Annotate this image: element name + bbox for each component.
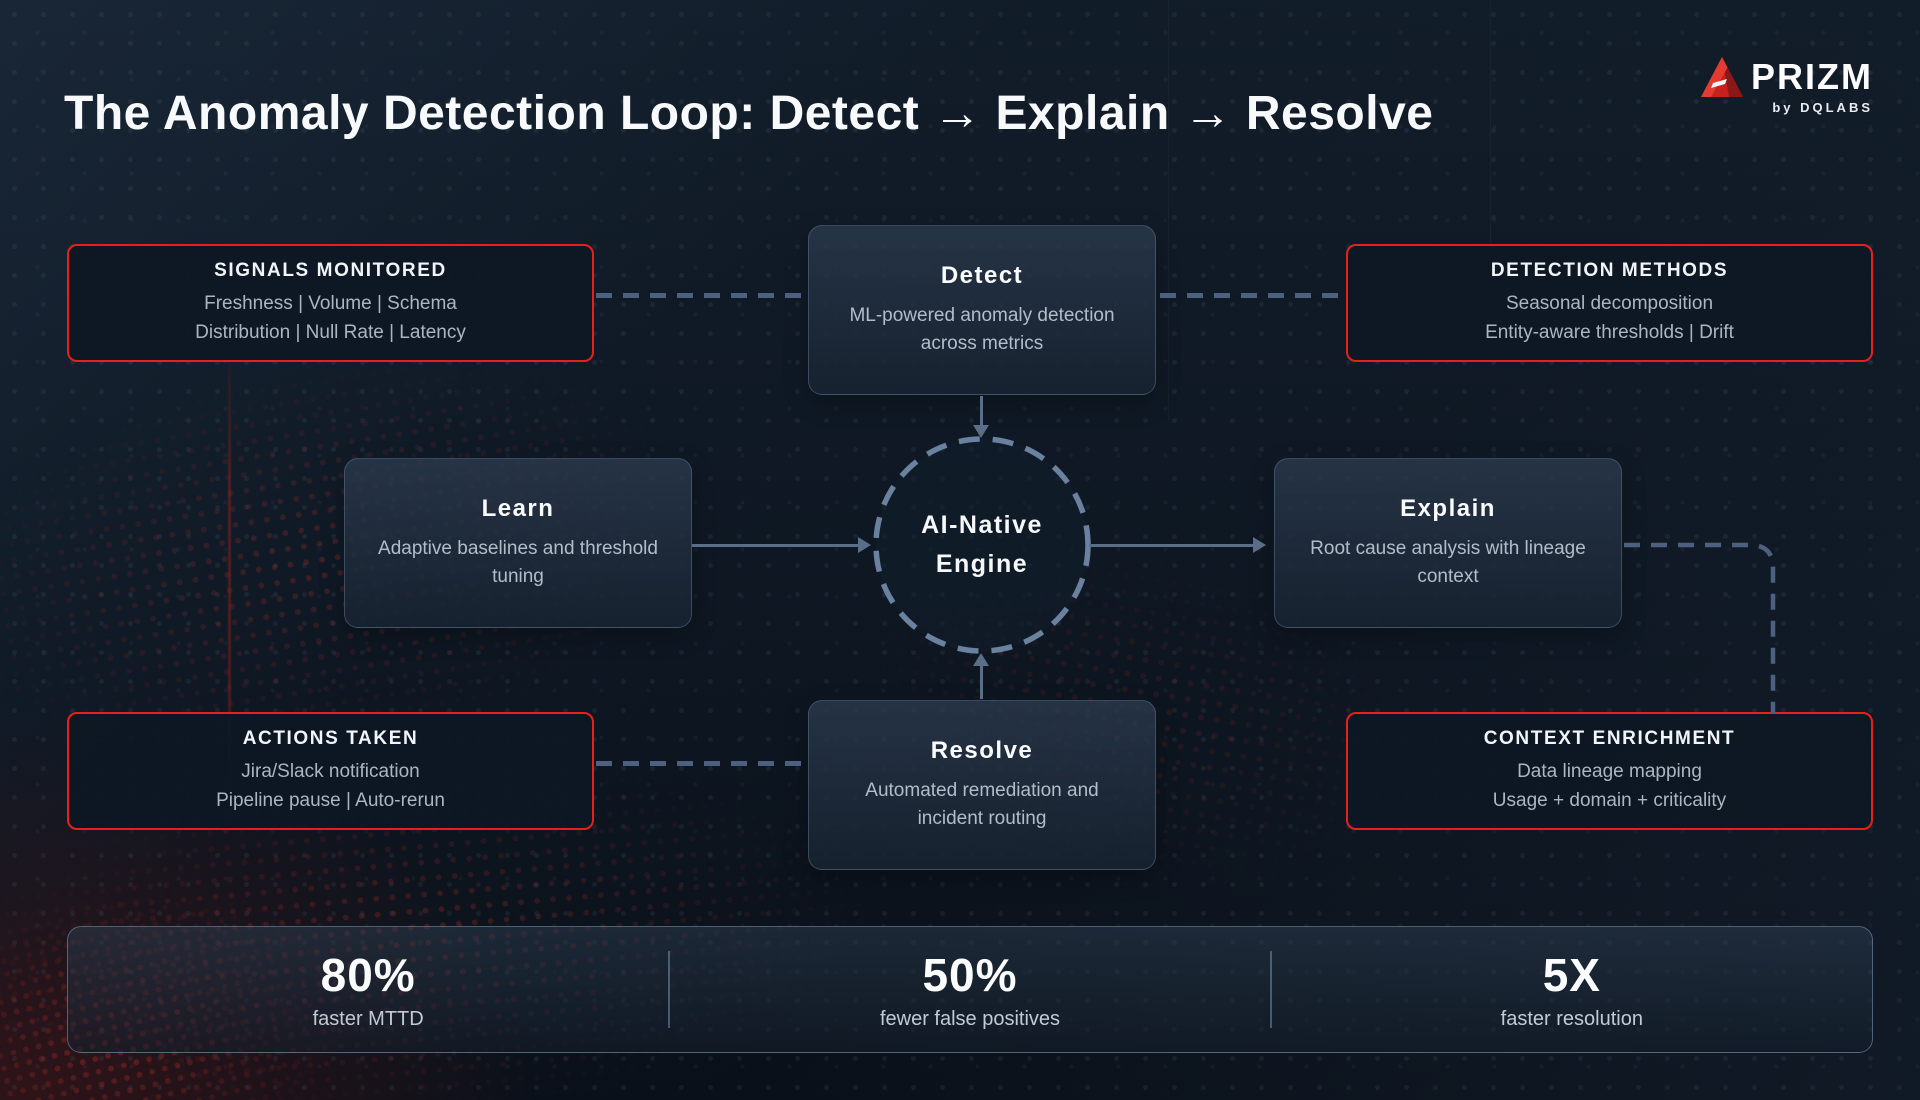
hairline [1168,0,1169,420]
callout-title: SIGNALS MONITORED [214,259,447,281]
callout-line: Pipeline pause | Auto-rerun [216,790,445,811]
callout-detection-methods: DETECTION METHODS Seasonal decomposition… [1346,244,1873,362]
flow-node-title: Resolve [930,736,1034,764]
callout-line: Seasonal decomposition [1505,292,1714,314]
stat-value: 80% [320,949,416,1001]
connector-detect-to-methods [1160,293,1342,298]
stat-divider [668,951,670,1028]
flow-node-title: Detect [940,261,1024,289]
flow-node-body: ML-powered anomaly detection across metr… [849,304,1115,355]
callout-title: DETECTION METHODS [1490,259,1729,281]
flow-node-detect: Detect ML-powered anomaly detection acro… [808,225,1156,395]
arrowhead-right-icon [858,537,871,553]
connector-learn-to-engine [692,543,860,547]
red-accent-line [228,340,231,840]
callout-line: Distribution | Null Rate | Latency [195,322,466,343]
prizm-logo: PRIZM by DQLABS [1673,56,1873,115]
stats-bar: 80% faster MTTD 50% fewer false positive… [67,926,1873,1053]
flow-node-explain: Explain Root cause analysis with lineage… [1274,458,1622,628]
arrowhead-down-icon [973,425,989,438]
callout-line: Jira/Slack notification [241,760,420,782]
stat-false-positives: 50% fewer false positives [670,927,1270,1052]
dashed-circle [873,436,1091,654]
connector-engine-to-explain [1089,543,1255,547]
engine-label-line1: AI-Native [921,511,1043,539]
callout-actions-taken: ACTIONS TAKEN Jira/Slack notification Pi… [67,712,594,830]
flow-node-body: Root cause analysis with lineage context [1310,537,1586,588]
flow-node-resolve: Resolve Automated remediation and incide… [808,700,1156,870]
stat-mttd: 80% faster MTTD [68,927,668,1052]
callout-context-enrichment: CONTEXT ENRICHMENT Data lineage mapping … [1346,712,1873,830]
stat-value: 5X [1542,949,1601,1001]
callout-line: Freshness | Volume | Schema [204,292,457,314]
arrowhead-up-icon [973,653,989,666]
arrowhead-right-icon [1253,537,1266,553]
callout-line: Usage + domain + criticality [1492,790,1727,811]
stat-label: faster MTTD [312,1008,424,1030]
flow-node-body: Adaptive baselines and threshold tuning [378,537,658,588]
callout-line: Data lineage mapping [1517,760,1702,782]
stat-value: 50% [922,949,1018,1001]
callout-title: ACTIONS TAKEN [242,727,419,749]
flow-node-title: Explain [1400,494,1496,522]
flow-node-title: Learn [481,494,555,522]
callout-title: CONTEXT ENRICHMENT [1483,727,1736,749]
callout-line: Entity-aware thresholds | Drift [1485,322,1734,343]
stat-label: faster resolution [1500,1008,1643,1030]
connector-signals-to-detect [596,293,804,298]
prizm-brand-text: PRIZM [1751,56,1873,97]
connector-detect-to-engine [980,396,983,425]
connector-resolve-to-engine [980,666,983,699]
flow-node-learn: Learn Adaptive baselines and threshold t… [344,458,692,628]
callout-signals-monitored: SIGNALS MONITORED Freshness | Volume | S… [67,244,594,362]
connector-explain-to-context [1624,542,1776,714]
prizm-triangle-icon [1701,57,1743,97]
engine-label-line2: Engine [935,550,1029,578]
ai-native-engine-node: AI-Native Engine [866,429,1098,661]
stat-label: fewer false positives [879,1008,1061,1030]
flow-node-body: Automated remediation and incident routi… [865,779,1099,830]
stat-resolution: 5X faster resolution [1272,927,1872,1052]
page-title: The Anomaly Detection Loop: Detect → Exp… [64,87,1434,140]
prizm-byline-text: by DQLABS [1772,100,1873,115]
stat-divider [1270,951,1272,1028]
connector-actions-to-resolve [596,761,804,766]
